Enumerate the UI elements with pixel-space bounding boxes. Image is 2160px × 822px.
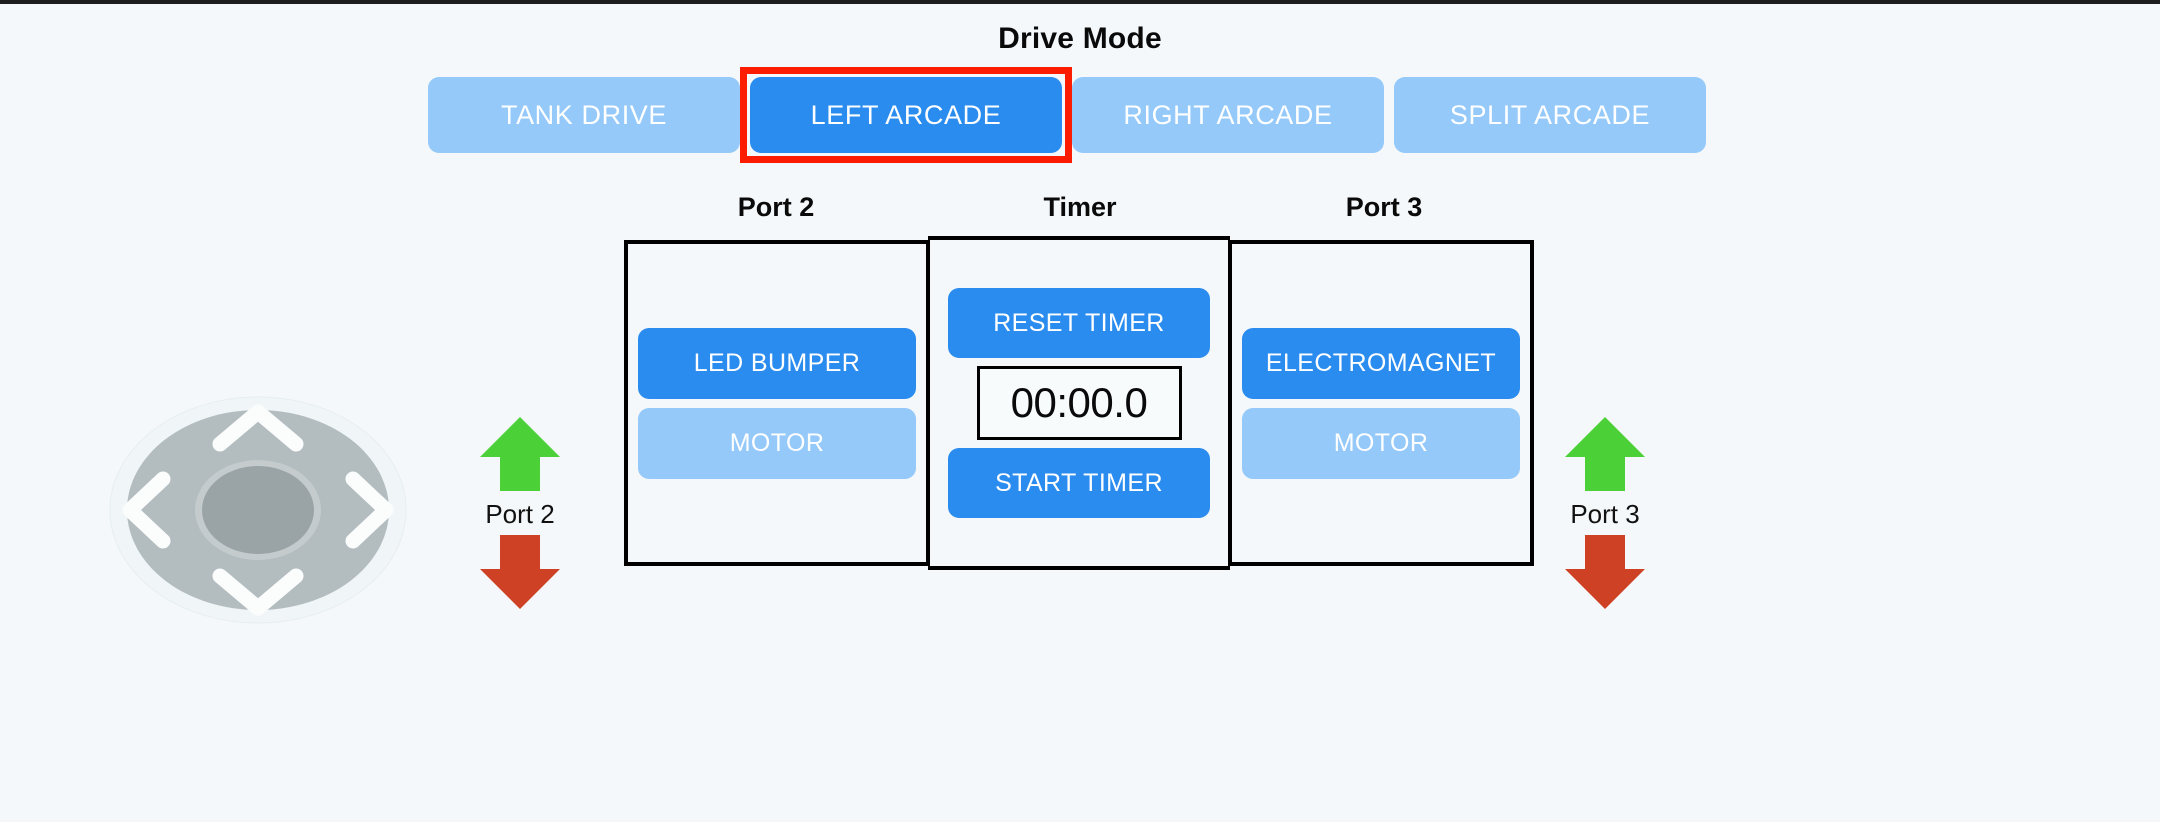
dpad-up-icon[interactable] xyxy=(212,404,304,452)
dpad-down-icon[interactable] xyxy=(212,568,304,616)
port2-arrow-up-icon[interactable] xyxy=(478,415,562,493)
control-panels: LED BUMPER MOTOR RESET TIMER 00:00.0 STA… xyxy=(624,236,1534,570)
column-heading-timer: Timer xyxy=(1043,192,1117,222)
column-headings: Port 2 Timer Port 3 xyxy=(624,192,1536,223)
drive-mode-tab-right-arcade[interactable]: RIGHT ARCADE xyxy=(1072,77,1384,153)
drive-mode-slot-right-arcade: RIGHT ARCADE xyxy=(1072,77,1384,153)
timer-display: 00:00.0 xyxy=(976,366,1182,440)
panel-port2: LED BUMPER MOTOR xyxy=(624,240,928,566)
port2-arrow-group: Port 2 xyxy=(445,415,595,611)
port3-arrow-group: Port 3 xyxy=(1530,415,1680,611)
column-heading-port2: Port 2 xyxy=(737,192,815,222)
port3-arrow-up-icon[interactable] xyxy=(1563,415,1647,493)
drive-mode-tab-split-arcade[interactable]: SPLIT ARCADE xyxy=(1394,77,1706,153)
reset-timer-button[interactable]: RESET TIMER xyxy=(948,288,1210,358)
dpad-joystick-icon[interactable] xyxy=(108,395,408,625)
timer-control-stack: RESET TIMER 00:00.0 START TIMER xyxy=(948,288,1210,518)
port2-arrow-down-icon[interactable] xyxy=(478,533,562,611)
dpad-joystick[interactable] xyxy=(108,395,408,625)
port3-button-stack: ELECTROMAGNET MOTOR xyxy=(1242,327,1520,479)
window-top-edge xyxy=(0,0,2160,4)
port2-label: Port 2 xyxy=(485,499,555,529)
port2-led-bumper-button[interactable]: LED BUMPER xyxy=(638,327,916,399)
panel-port3: ELECTROMAGNET MOTOR xyxy=(1230,240,1534,566)
port3-electromagnet-button[interactable]: ELECTROMAGNET xyxy=(1242,327,1520,399)
column-heading-port3: Port 3 xyxy=(1345,192,1423,222)
port2-motor-button[interactable]: MOTOR xyxy=(638,407,916,479)
port2-button-stack: LED BUMPER MOTOR xyxy=(638,327,916,479)
drive-mode-tab-tank-drive[interactable]: TANK DRIVE xyxy=(428,77,740,153)
dpad-center-button[interactable] xyxy=(202,466,314,554)
port3-arrow-down-icon[interactable] xyxy=(1563,533,1647,611)
drive-mode-slot-tank: TANK DRIVE xyxy=(428,77,740,153)
page-title: Drive Mode xyxy=(998,22,1162,55)
drive-mode-tab-left-arcade[interactable]: LEFT ARCADE xyxy=(750,77,1062,153)
port3-motor-button[interactable]: MOTOR xyxy=(1242,407,1520,479)
dpad-right-icon[interactable] xyxy=(345,471,394,549)
start-timer-button[interactable]: START TIMER xyxy=(948,448,1210,518)
drive-mode-tabs: TANK DRIVE LEFT ARCADE RIGHT ARCADE SPLI… xyxy=(428,67,1706,163)
drive-mode-slot-split-arcade: SPLIT ARCADE xyxy=(1394,77,1706,153)
drive-mode-slot-left-arcade: LEFT ARCADE xyxy=(740,67,1072,163)
dpad-left-icon[interactable] xyxy=(122,471,171,549)
panel-timer: RESET TIMER 00:00.0 START TIMER xyxy=(928,236,1230,570)
port3-label: Port 3 xyxy=(1570,499,1640,529)
